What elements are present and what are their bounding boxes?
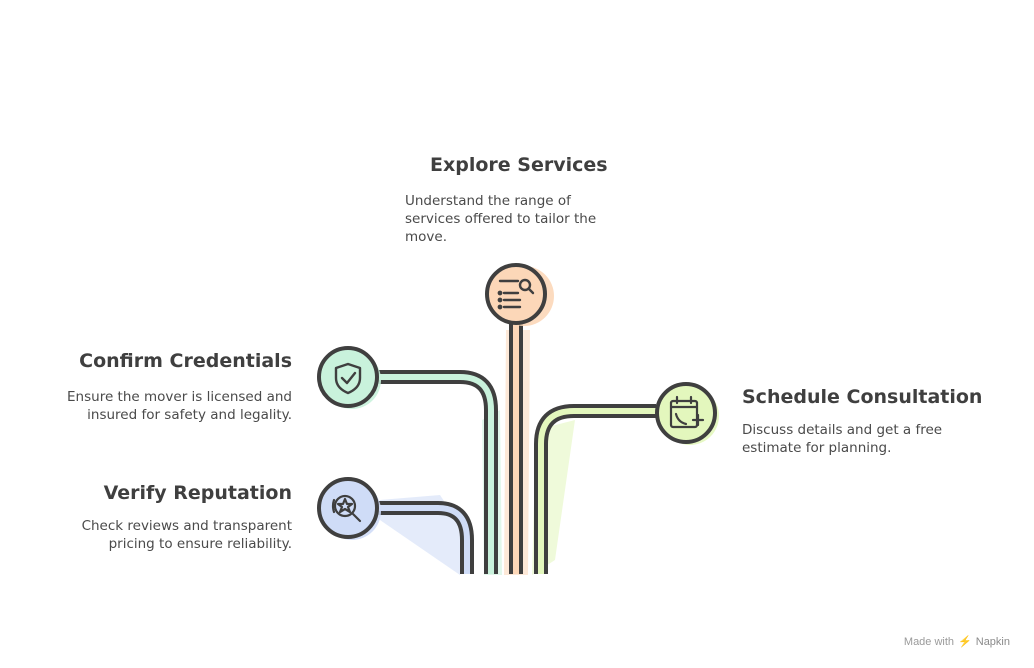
watermark-prefix: Made with [903, 635, 955, 648]
credentials-title: Confirm Credentials [79, 350, 292, 372]
watermark: Made with ⚡ Napkin [903, 635, 1010, 649]
napkin-logo-icon: ⚡ [958, 636, 972, 648]
credentials-description: Ensure the mover is licensed and insured… [67, 389, 292, 423]
node-consultation [655, 382, 719, 445]
pipe-credentials [378, 370, 498, 574]
shield-check-icon [334, 362, 362, 395]
consultation-description: Discuss details and get a free estimate … [742, 422, 943, 456]
pipe-consultation [534, 404, 656, 574]
pipe-reputation [378, 501, 474, 574]
watermark-brand: Napkin [975, 635, 1010, 648]
consultation-title: Schedule Consultation [742, 386, 983, 408]
calendar-phone-icon [669, 395, 705, 429]
reputation-description: Check reviews and transparent pricing to… [81, 518, 292, 552]
star-search-icon [331, 494, 362, 523]
search-list-icon [497, 278, 535, 310]
explore-title: Explore Services [430, 154, 608, 176]
node-reputation [317, 477, 381, 540]
node-explore [485, 263, 554, 326]
node-credentials [317, 346, 381, 409]
explore-description: Understand the range of services offered… [405, 193, 597, 245]
reputation-title: Verify Reputation [103, 482, 292, 504]
